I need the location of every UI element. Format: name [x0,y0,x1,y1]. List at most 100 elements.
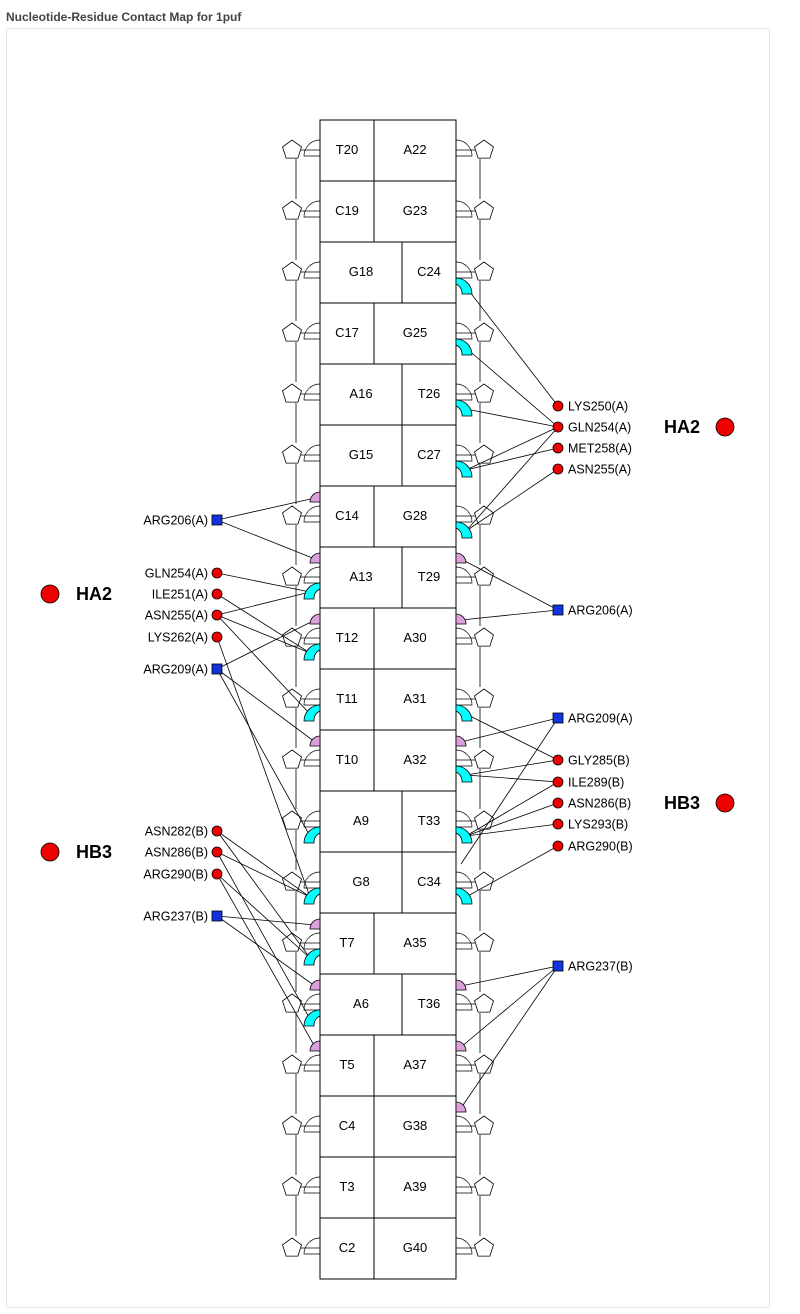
right-residue-marker-ASN286(B) [552,797,564,809]
group-marker-left [40,584,60,604]
left-minor-groove-marker-row-6 [309,491,321,503]
left-sugar-A13 [282,566,302,586]
base-label-A30: A30 [403,630,426,645]
right-sugar-A22 [474,139,494,159]
groove-outline [455,932,473,950]
diagram-frame [6,28,770,1308]
residues: ARG206(A)GLN254(A)ILE251(A)ASN255(A)LYS2… [143,400,632,974]
base-A32 [373,729,457,792]
contact-line [216,636,311,898]
contact-line [216,830,311,959]
contact-line [465,845,559,898]
right-major-groove-marker-row-10 [455,765,473,783]
left-major-groove-marker-row-12 [303,887,321,905]
page-title: Nucleotide-Residue Contact Map for 1puf [6,10,242,24]
right-minor-groove-marker-row-15 [455,1040,467,1052]
right-sugar-T26 [474,383,494,403]
base-label-C4: C4 [339,1118,356,1133]
base-A35 [373,912,457,975]
groove-outline [303,871,321,889]
base-G38 [373,1095,457,1158]
base-C24 [401,241,457,304]
left-minor-groove-marker-row-13 [309,918,321,930]
base-label-A22: A22 [403,142,426,157]
base-label-A32: A32 [403,752,426,767]
left-sugar-C14 [282,505,302,525]
base-label-A31: A31 [403,691,426,706]
left-residue-marker-GLN254(A) [211,567,223,579]
contact-line [460,717,559,865]
left-major-groove-marker-row-11 [303,826,321,844]
base-T11 [319,668,375,731]
groove-outline [455,627,473,645]
groove-outline [455,1176,473,1194]
contact-line [465,781,559,837]
right-major-groove-marker-row-3 [455,338,473,356]
right-sugar-T36 [474,993,494,1013]
right-residue-marker-ARG206(A) [552,604,564,616]
contact-line [465,347,559,428]
groove-outline [455,1115,473,1133]
left-residue-marker-ARG290(B) [211,868,223,880]
left-major-groove-marker-row-7 [303,582,321,600]
base-label-A16: A16 [349,386,372,401]
groove-outline [303,810,321,828]
contact-line [460,717,559,743]
base-T33 [401,790,457,853]
left-minor-groove-marker-row-15 [309,1040,321,1052]
group-marker-left [40,842,60,862]
base-label-A39: A39 [403,1179,426,1194]
contact-line [216,593,311,654]
right-sugar-C24 [474,261,494,281]
base-A13 [319,546,403,609]
base-label-T11: T11 [336,691,357,706]
contact-line [460,609,559,621]
left-minor-groove-marker-row-8 [309,613,321,625]
group-label-right: HA2 [664,417,700,437]
base-G40 [373,1217,457,1280]
right-sugar-A30 [474,627,494,647]
groove-markers [303,277,473,1113]
contact-line [216,619,316,670]
left-sugar-A6 [282,993,302,1013]
left-minor-groove-marker-row-7 [309,552,321,564]
left-sugar-T11 [282,688,302,708]
base-A37 [373,1034,457,1097]
left-sugar-C2 [282,1237,302,1257]
contact-line [216,915,316,987]
groove-outline [455,139,473,157]
contact-line [465,468,559,532]
left-sugar-A16 [282,383,302,403]
contact-line [216,915,316,926]
left-residue-marker-LYS262(A) [211,631,223,643]
contact-line [216,851,311,1020]
base-G15 [319,424,403,487]
left-residue-label: ASN286(B) [145,846,208,860]
base-label-C24: C24 [417,264,441,279]
groove-outline [455,200,473,218]
right-residue-marker-GLN254(A) [552,421,564,433]
right-major-groove-marker-row-4 [455,399,473,417]
right-minor-groove-marker-row-14 [455,979,467,991]
left-residue-marker-ASN282(B) [211,825,223,837]
right-sugar-G38 [474,1115,494,1135]
groove-outline [303,139,321,157]
left-major-groove-marker-row-14 [303,1009,321,1027]
groove-outline [303,1176,321,1194]
left-sugar-G15 [282,444,302,464]
groove-outline [303,1054,321,1072]
base-A30 [373,607,457,670]
contact-line [460,965,559,1109]
contact-line [216,614,311,715]
left-residue-label: ASN282(B) [145,825,208,839]
contact-line [460,965,559,987]
groove-outline [303,627,321,645]
left-sugar-G18 [282,261,302,281]
left-residue-marker-ARG237(B) [211,910,223,922]
contact-line [216,668,316,743]
contact-line [216,668,311,837]
left-residue-label: ILE251(A) [152,588,208,602]
base-label-T3: T3 [339,1179,354,1194]
